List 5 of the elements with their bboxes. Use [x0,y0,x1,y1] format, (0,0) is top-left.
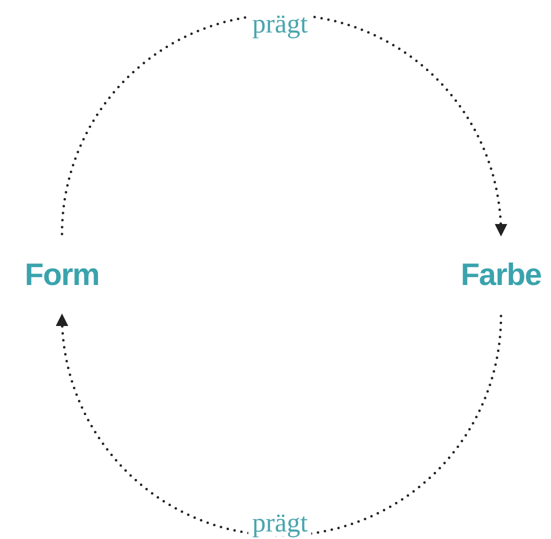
dotted-arrow [60,14,507,236]
edge-label: prägt [248,10,312,38]
node-label: Farbe [460,258,542,290]
dotted-arrow [56,314,502,536]
node-label: Form [24,258,100,290]
